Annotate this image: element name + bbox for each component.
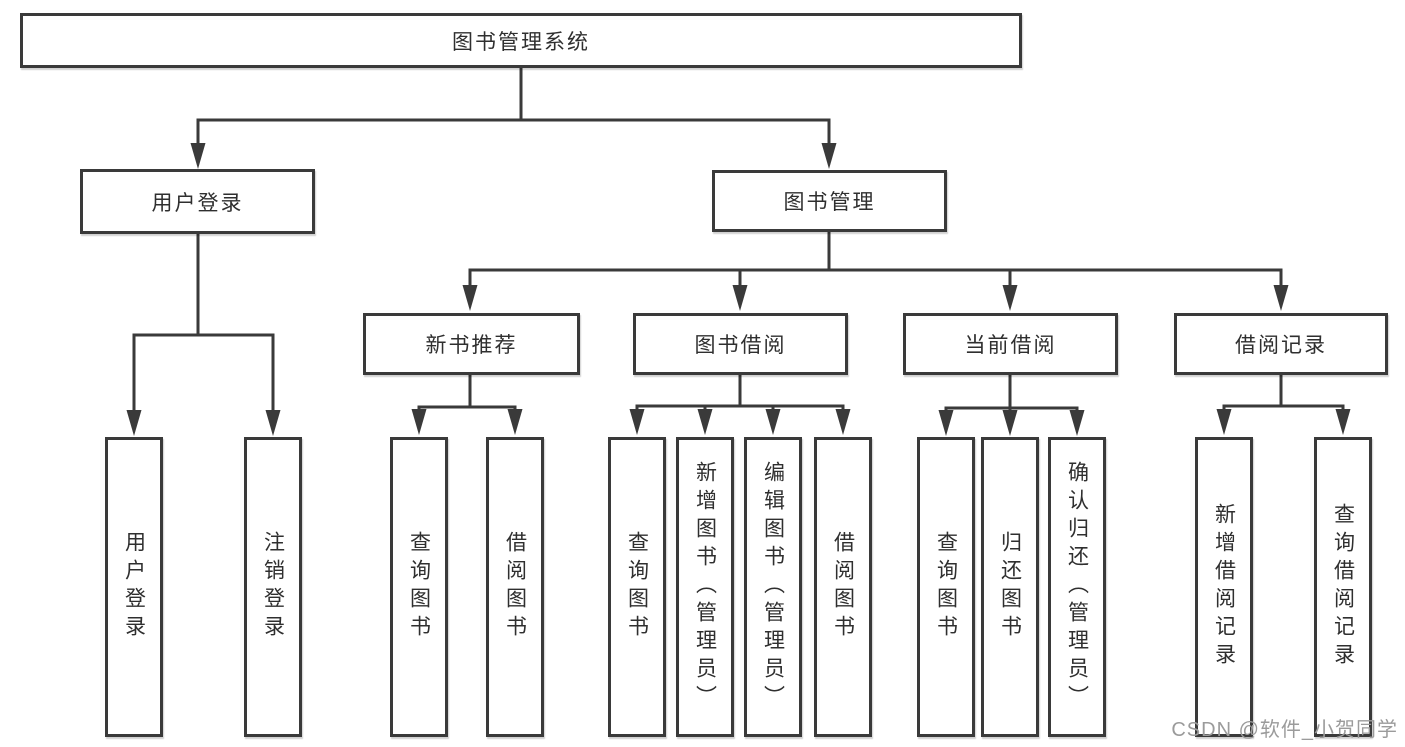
leaf-add-borrow-record: 新增借阅记录	[1195, 437, 1253, 737]
leaf-user-login: 用户登录	[105, 437, 163, 737]
node-library-system: 图书管理系统	[20, 13, 1022, 68]
node-book-borrowing: 图书借阅	[633, 313, 848, 375]
node-user-login: 用户登录	[80, 169, 315, 234]
node-borrow-records: 借阅记录	[1174, 313, 1388, 375]
leaf-query-books-borrowing: 查询图书	[608, 437, 666, 737]
leaf-borrow-books: 借阅图书	[814, 437, 872, 737]
leaf-add-book-admin: 新增图书（管理员）	[676, 437, 734, 737]
leaf-return-book: 归还图书	[981, 437, 1039, 737]
leaf-logout: 注销登录	[244, 437, 302, 737]
leaf-confirm-return-admin: 确认归还（管理员）	[1048, 437, 1106, 737]
csdn-watermark: CSDN @软件_小贺同学	[1171, 719, 1398, 741]
leaf-query-books-recommend: 查询图书	[390, 437, 448, 737]
node-new-book-recommend: 新书推荐	[363, 313, 580, 375]
leaf-borrow-books-recommend: 借阅图书	[486, 437, 544, 737]
leaf-query-borrow-record: 查询借阅记录	[1314, 437, 1372, 737]
leaf-edit-book-admin: 编辑图书（管理员）	[744, 437, 802, 737]
leaf-query-books-current: 查询图书	[917, 437, 975, 737]
node-current-borrowing: 当前借阅	[903, 313, 1118, 375]
node-book-management: 图书管理	[712, 170, 947, 232]
